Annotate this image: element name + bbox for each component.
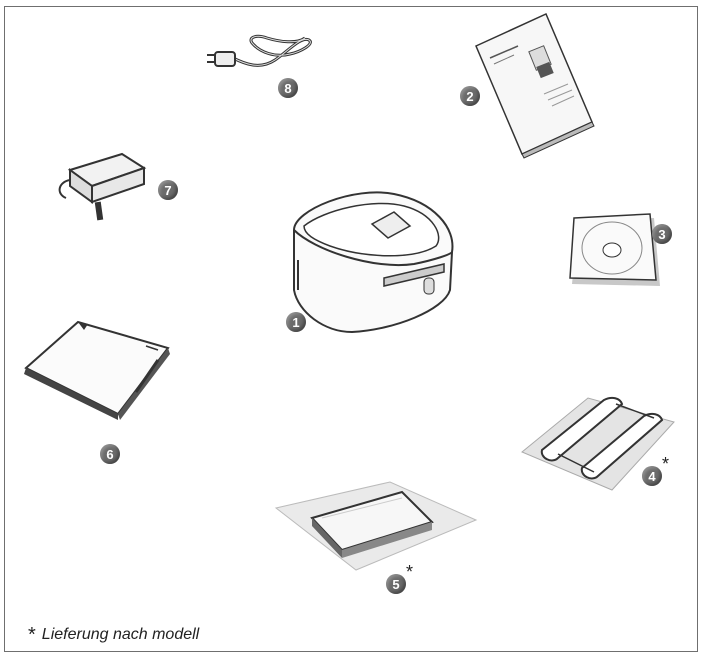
manual-booklet-icon — [468, 10, 598, 165]
item-badge-4: 4 — [642, 466, 662, 486]
photo-paper-pack-icon — [272, 478, 482, 583]
item-badge-2: 2 — [460, 86, 480, 106]
item-badge-5: 5 — [386, 574, 406, 594]
photo-printer-icon — [284, 180, 464, 345]
power-cord-icon — [205, 30, 315, 85]
ink-ribbon-cassette-icon — [518, 384, 678, 499]
note-asterisk-4: * — [662, 454, 670, 474]
cd-rom-icon — [568, 213, 668, 299]
paper-tray-icon — [18, 318, 178, 433]
footnote: * Lieferung nach modell — [28, 624, 199, 647]
item-badge-3: 3 — [652, 224, 672, 244]
footnote-asterisk: * — [28, 624, 36, 646]
power-adapter-icon — [52, 148, 152, 233]
note-asterisk-5: * — [406, 562, 414, 582]
footnote-text: Lieferung nach modell — [41, 626, 200, 643]
item-badge-6: 6 — [100, 444, 120, 464]
item-badge-1: 1 — [286, 312, 306, 332]
item-badge-7: 7 — [158, 180, 178, 200]
contents-frame — [4, 6, 698, 652]
item-badge-8: 8 — [278, 78, 298, 98]
